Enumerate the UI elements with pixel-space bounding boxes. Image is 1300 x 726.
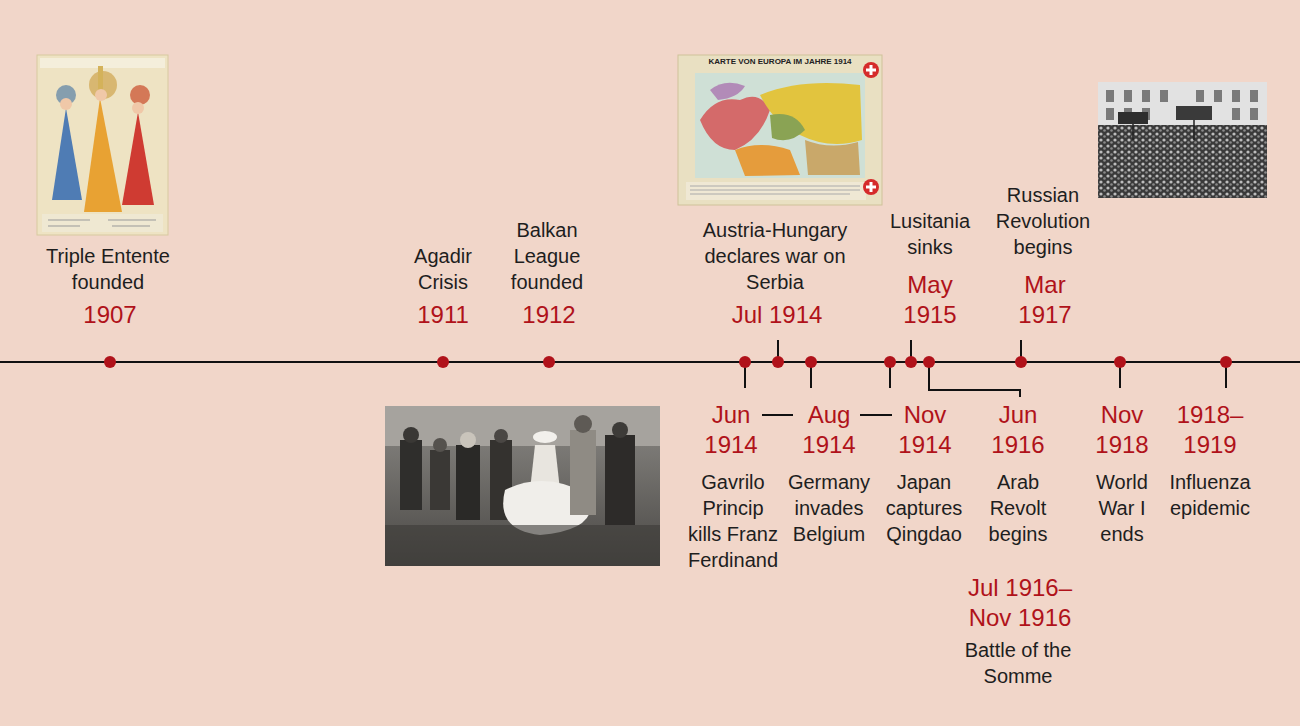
date-label: Jul 1916– Nov 1916 — [950, 573, 1090, 633]
date-label: Jun 1916 — [983, 400, 1053, 460]
event-label: Gavrilo Princip kills Franz Ferdinand — [687, 469, 779, 573]
event-label: Triple Entente founded — [33, 243, 183, 295]
date-label: Nov 1918 — [1087, 400, 1157, 460]
event-label: Influenza epidemic — [1160, 469, 1260, 521]
date-label: 1918– 1919 — [1165, 400, 1255, 460]
date-label: 1907 — [70, 300, 150, 330]
europe-map — [678, 55, 882, 205]
revolution-photo — [1098, 82, 1267, 198]
timeline-dots — [104, 356, 1232, 368]
date-label: Nov 1914 — [890, 400, 960, 460]
sarajevo-photo — [385, 406, 660, 566]
event-label: Balkan League founded — [502, 217, 592, 295]
date-label: Jul 1914 — [712, 300, 842, 330]
event-label: Japan captures Qingdao — [877, 469, 972, 547]
event-label: Arab Revolt begins — [973, 469, 1063, 547]
date-label: 1912 — [509, 300, 589, 330]
event-label: Austria-Hungary declares war on Serbia — [700, 217, 850, 295]
date-label: Aug 1914 — [794, 400, 864, 460]
event-label: Russian Revolution begins — [986, 182, 1101, 260]
event-label: Lusitania sinks — [880, 208, 980, 260]
event-label: World War I ends — [1087, 469, 1157, 547]
date-label: Jun 1914 — [696, 400, 766, 460]
date-label: Mar 1917 — [1010, 270, 1080, 330]
event-label: Germany invades Belgium — [779, 469, 879, 547]
event-label: Agadir Crisis — [403, 243, 483, 295]
date-label: 1911 — [403, 300, 483, 330]
date-label: May 1915 — [895, 270, 965, 330]
map-title: KARTE VON EUROPA IM JAHRE 1914 — [685, 57, 875, 67]
entente-poster — [37, 55, 168, 235]
event-label: Battle of the Somme — [948, 637, 1088, 689]
